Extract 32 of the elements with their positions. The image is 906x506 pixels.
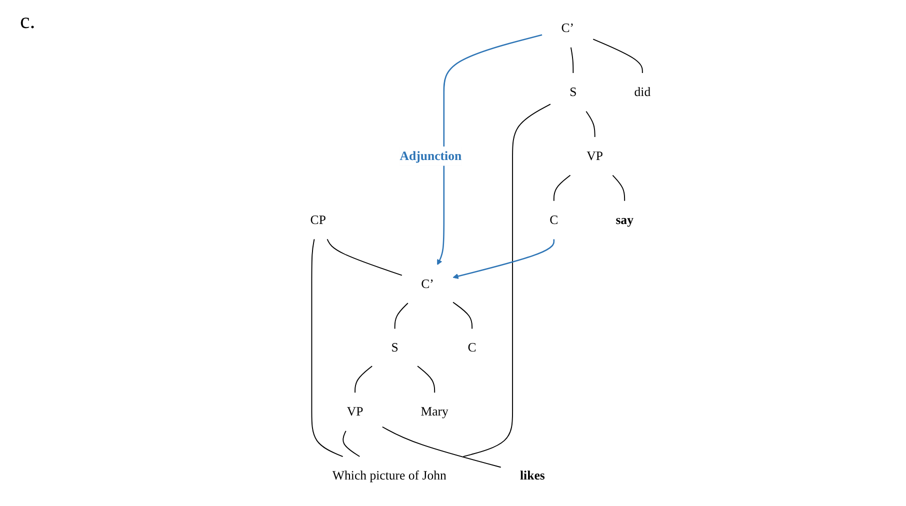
connector	[381, 426, 501, 468]
connector	[310, 238, 343, 458]
connector	[394, 302, 408, 330]
connector	[416, 366, 435, 394]
arrow	[452, 239, 554, 279]
node-text: CP	[310, 213, 326, 228]
connector	[342, 430, 360, 458]
connector	[570, 46, 574, 74]
node-text: C	[549, 213, 558, 228]
node-text: C’	[560, 21, 574, 36]
node-text: did	[634, 85, 650, 100]
node-text: S	[569, 85, 576, 100]
node-text: VP	[346, 404, 363, 419]
connector	[326, 238, 402, 276]
node-text: Mary	[420, 404, 448, 419]
connector	[585, 110, 595, 138]
connector	[553, 174, 570, 202]
connector	[612, 174, 625, 202]
connector	[462, 104, 550, 458]
node-text: S	[390, 340, 398, 355]
arrow	[436, 34, 542, 266]
node-text: Which picture of John	[332, 468, 446, 483]
node-text: say	[615, 213, 634, 228]
connector	[592, 38, 642, 74]
node-text: C	[467, 340, 476, 355]
node-text: likes	[520, 468, 544, 483]
connector	[452, 302, 472, 330]
node-text: C’	[420, 276, 434, 291]
node-text: VP	[586, 149, 603, 164]
connector	[354, 366, 372, 394]
edge-label: Adjunction	[399, 149, 462, 164]
panel-letter: c.	[20, 8, 36, 34]
